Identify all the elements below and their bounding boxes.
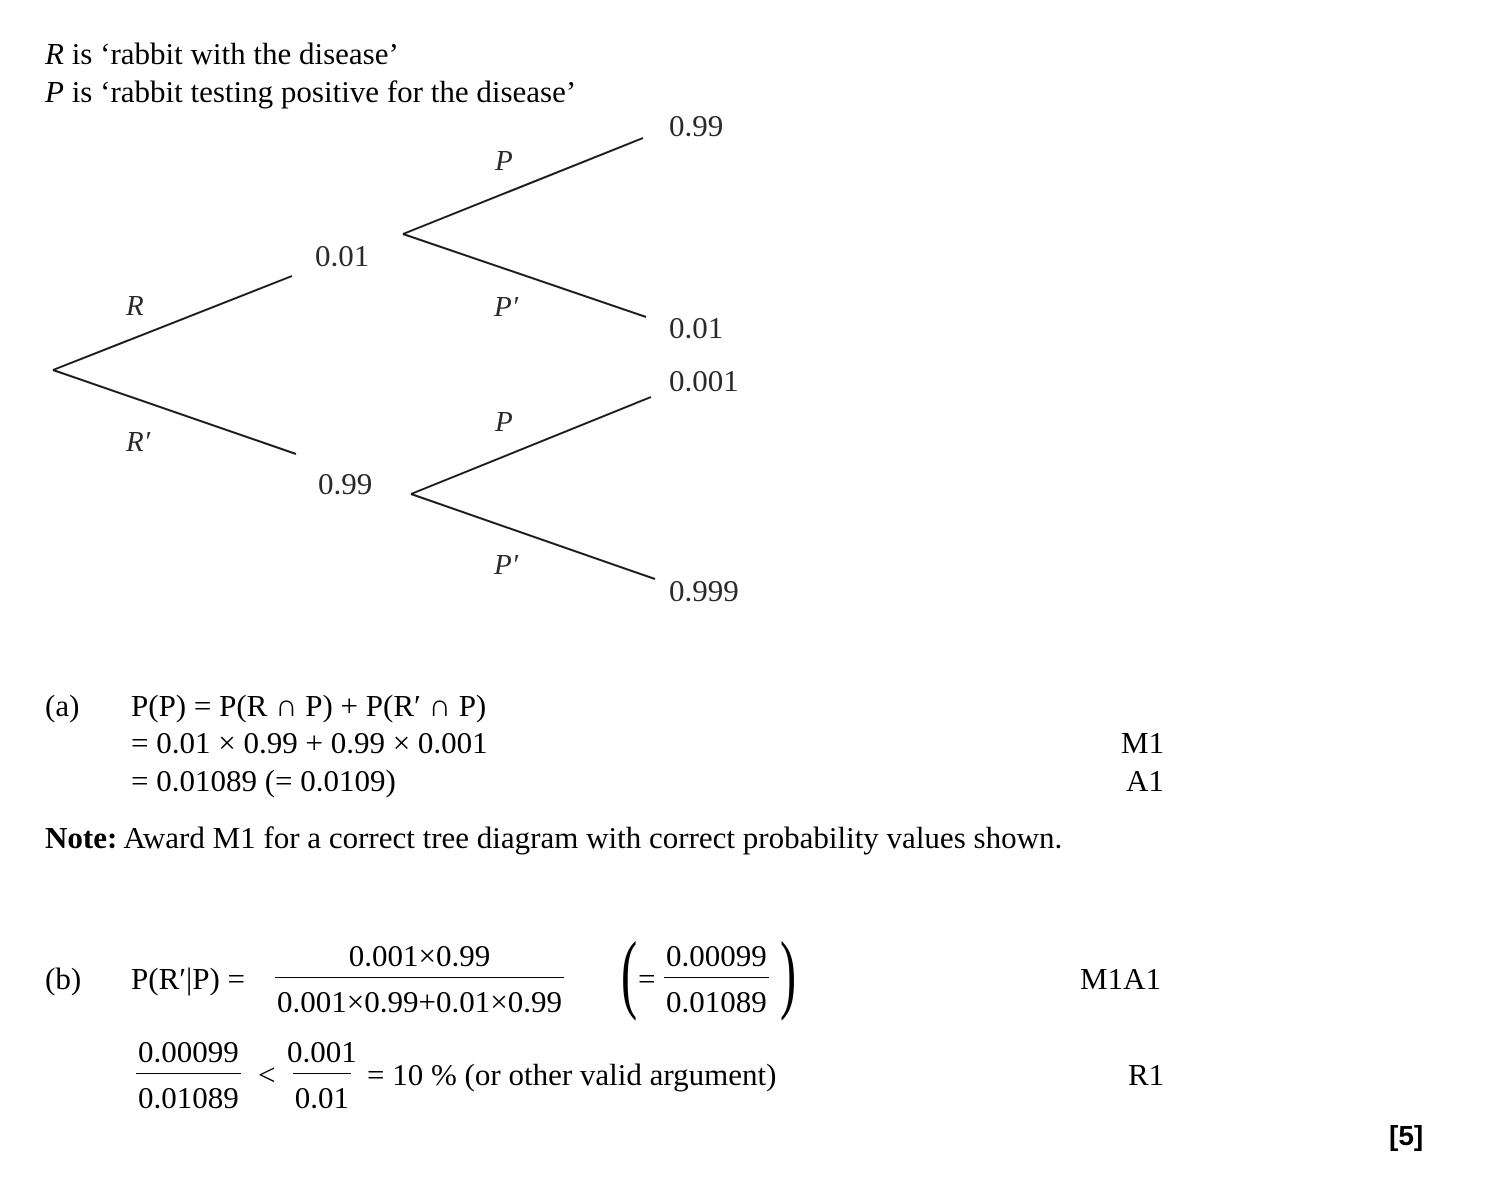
- tree-label-lower-p: P: [495, 406, 513, 438]
- fraction-simplified: 0.00099 0.01089: [664, 940, 769, 1017]
- part-a-line3: = 0.01089 (= 0.0109): [131, 763, 396, 798]
- branch-r-p-prime: [402, 233, 647, 318]
- tree-prob-upper-p-prime: 0.01: [669, 310, 724, 345]
- part-a-label: (a): [45, 688, 80, 723]
- fraction-compare-right: 0.001 0.01: [285, 1036, 359, 1113]
- tree-prob-r-prime: 0.99: [318, 466, 373, 501]
- fraction-simplified-numerator: 0.00099: [666, 938, 767, 973]
- note-label: Note:: [45, 820, 118, 855]
- tree-prob-lower-p: 0.001: [669, 363, 739, 398]
- tree-prob-r: 0.01: [315, 238, 370, 273]
- equals-sign: =: [638, 961, 656, 996]
- part-b-lhs: P(R′|P) =: [131, 961, 246, 996]
- tree-prob-lower-p-prime: 0.999: [669, 573, 739, 608]
- tree-label-upper-p: P: [495, 145, 513, 177]
- fraction-compare-left-numerator: 0.00099: [138, 1034, 239, 1069]
- part-b-label: (b): [45, 961, 82, 996]
- branch-rprime-p-prime: [410, 493, 656, 580]
- branch-rprime-p: [410, 396, 652, 495]
- tree-label-lower-p-prime: P′: [494, 549, 519, 581]
- part-b-conclusion: = 10 % (or other valid argument): [367, 1057, 777, 1092]
- fraction-compare-left-denominator: 0.01089: [136, 1073, 241, 1113]
- total-marks: [5]: [1389, 1120, 1424, 1151]
- tree-prob-upper-p: 0.99: [669, 108, 724, 143]
- p-definition-text: is ‘rabbit testing positive for the dise…: [63, 74, 577, 109]
- fraction-simplified-denominator: 0.01089: [664, 977, 769, 1017]
- branch-r-p: [402, 137, 644, 235]
- part-a-line1: P(P) = P(R ∩ P) + P(R′ ∩ P): [131, 688, 487, 723]
- tree-label-upper-p-prime: P′: [494, 291, 519, 323]
- left-paren: (: [621, 925, 638, 1022]
- less-than-sign: <: [258, 1057, 276, 1092]
- r-variable: R: [45, 36, 64, 71]
- fraction-compare-right-denominator: 0.01: [292, 1073, 351, 1113]
- p-variable: P: [45, 74, 64, 109]
- part-b-mark-r1: R1: [1128, 1057, 1165, 1092]
- fraction-conditional-denominator: 0.001×0.99+0.01×0.99: [275, 977, 564, 1017]
- part-a-mark-m1: M1: [1121, 725, 1165, 760]
- part-a-mark-a1: A1: [1126, 763, 1164, 798]
- fraction-compare-left: 0.00099 0.01089: [136, 1036, 241, 1113]
- part-b-mark-m1a1: M1A1: [1080, 961, 1161, 996]
- right-paren: ): [780, 925, 797, 1022]
- tree-label-r: R: [126, 290, 144, 322]
- tree-label-r-prime: R′: [126, 426, 151, 458]
- r-definition-text: is ‘rabbit with the disease’: [63, 36, 399, 71]
- fraction-compare-right-numerator: 0.001: [287, 1034, 357, 1069]
- part-a-line2: = 0.01 × 0.99 + 0.99 × 0.001: [131, 725, 488, 760]
- branch-r-prime: [52, 369, 297, 455]
- fraction-conditional-numerator: 0.001×0.99: [348, 938, 491, 973]
- note: Note: Award M1 for a correct tree diagra…: [45, 822, 1062, 853]
- definition-r: R is ‘rabbit with the disease’: [45, 38, 399, 69]
- note-text: Award M1 for a correct tree diagram with…: [117, 820, 1063, 855]
- branch-r: [52, 275, 293, 371]
- fraction-conditional: 0.001×0.99 0.001×0.99+0.01×0.99: [275, 940, 564, 1017]
- definition-p: P is ‘rabbit testing positive for the di…: [45, 76, 576, 107]
